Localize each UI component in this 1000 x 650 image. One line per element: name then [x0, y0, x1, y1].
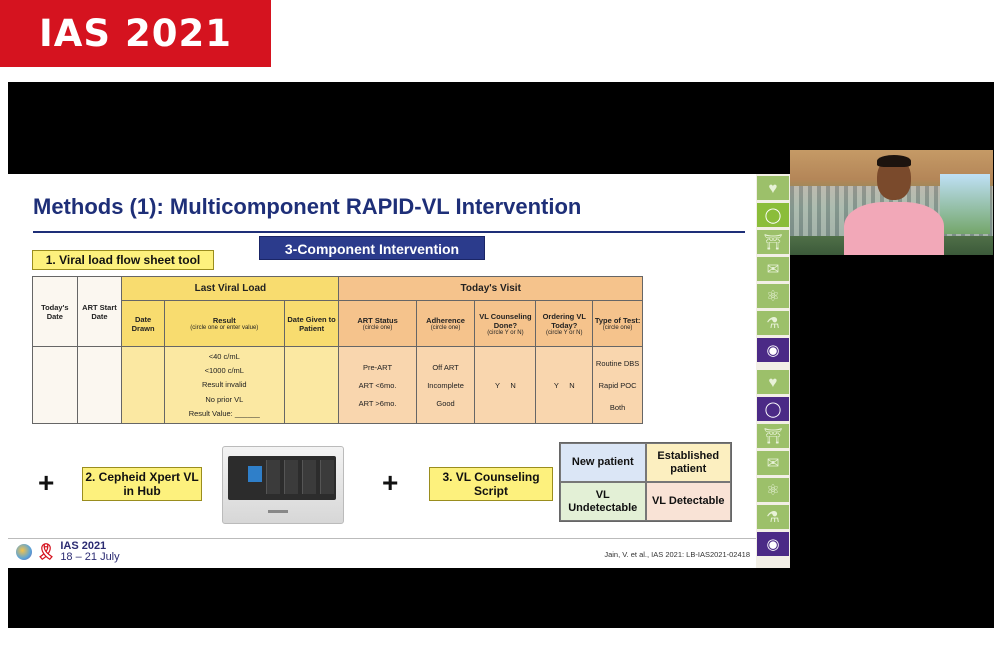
col-adherence-note: (circle one) — [430, 325, 461, 331]
col-type-of-test-label: Type of Test: — [594, 316, 641, 325]
plus-sign: + — [382, 467, 399, 498]
col-date-given: Date Given to Patient — [283, 300, 340, 347]
matrix-vl-detectable: VL Detectable — [645, 482, 731, 521]
cell-result-options: <40 c/mL <1000 c/mL Result invalid No pr… — [163, 346, 285, 424]
col-vl-counseling: VL Counseling Done?(circle Y or N) — [474, 300, 537, 347]
col-adherence: Adherence(circle one) — [415, 300, 476, 347]
pill-icon: ◯ — [757, 397, 789, 421]
result-option: <1000 c/mL — [204, 366, 244, 376]
result-option: No prior VL — [205, 394, 244, 404]
col-result: Result(circle one or enter value) — [163, 300, 285, 347]
col-type-of-test: Type of Test:(circle one) — [592, 300, 643, 347]
art-status-option: Pre-ART — [363, 362, 393, 372]
no-option: N — [510, 380, 516, 390]
cell-test-options: Routine DBS Rapid POC Both — [592, 346, 643, 424]
cepheid-callout: 2. Cepheid Xpert VL in Hub — [82, 467, 202, 501]
eye-icon: ◉ — [757, 532, 789, 556]
atom-icon: ⚛ — [757, 478, 789, 502]
flow-sheet-callout: 1. Viral load flow sheet tool — [32, 250, 214, 270]
no-option: N — [569, 380, 575, 390]
result-option: Result Value: ______ — [188, 409, 260, 419]
col-vl-counseling-label: VL Counseling Done? — [479, 311, 532, 330]
col-ordering-vl-label: Ordering VL Today? — [542, 311, 586, 330]
cell-date-drawn — [121, 346, 165, 424]
slide-citation: Jain, V. et al., IAS 2021: LB-IAS2021-02… — [604, 550, 750, 559]
test-option: Routine DBS — [595, 358, 640, 368]
col-type-of-test-note: (circle one) — [602, 325, 633, 331]
heart-icon: ♥ — [757, 176, 789, 200]
test-option: Rapid POC — [598, 380, 637, 390]
cell-vl-counseling-yn: Y N — [474, 346, 537, 424]
heart-icon: ♥ — [757, 370, 789, 394]
col-vl-counseling-note: (circle Y or N) — [487, 329, 524, 336]
col-art-status-label: ART Status — [357, 316, 398, 325]
cell-adherence-options: Off ART Incomplete Good — [415, 346, 476, 424]
atom-icon: ⚛ — [757, 284, 789, 308]
cell-art-status-options: Pre-ART ART <6mo. ART >6mo. — [338, 346, 417, 424]
counseling-callout: 3. VL Counseling Script — [429, 467, 553, 501]
plus-sign: + — [38, 467, 55, 498]
col-ordering-vl: Ordering VL Today?(circle Y or N) — [535, 300, 594, 347]
decorative-icon-strip: ♥ ◯ ⛩ ✉ ⚛ ⚗ ◉ ♥ ◯ ⛩ ✉ ⚛ ⚗ ◉ — [756, 174, 790, 568]
globe-icon — [16, 544, 32, 560]
matrix-established-patient: Established patient — [645, 443, 731, 482]
museum-icon: ⛩ — [757, 230, 789, 254]
pill-icon: ◯ — [757, 203, 789, 227]
conference-brand-label: IAS 2021 — [39, 12, 232, 55]
group-last-viral-load: Last Viral Load — [121, 276, 340, 301]
viral-load-flow-sheet: Today's Date ART Start Date Last Viral L… — [32, 276, 643, 424]
yes-option: Y — [553, 380, 559, 390]
art-status-option: ART >6mo. — [358, 398, 397, 408]
col-date-drawn: Date Drawn — [121, 300, 165, 347]
speech-bubble-icon: ✉ — [757, 257, 789, 281]
matrix-new-patient: New patient — [560, 443, 646, 482]
speaker-webcam-feed — [790, 150, 993, 255]
adherence-option: Incomplete — [427, 380, 464, 390]
adherence-option: Good — [436, 398, 455, 408]
red-ribbon-icon: 🎗 — [36, 544, 57, 561]
group-todays-visit: Today's Visit — [338, 276, 643, 301]
conference-brand-bar: IAS 2021 — [0, 0, 271, 67]
art-status-option: ART <6mo. — [358, 380, 397, 390]
ias-footer-logo: 🎗 IAS 2021 18 – 21 July — [16, 541, 120, 563]
col-ordering-vl-note: (circle Y or N) — [546, 329, 583, 336]
speech-bubble-icon: ✉ — [757, 451, 789, 475]
col-art-status-note: (circle one) — [362, 325, 393, 331]
test-option: Both — [609, 402, 626, 412]
cell-today-date — [32, 346, 78, 424]
microscope-icon: ⚗ — [757, 311, 789, 335]
cepheid-machine-image — [218, 444, 348, 530]
col-result-note: (circle one or enter value) — [190, 325, 259, 331]
cell-art-start — [76, 346, 123, 424]
presentation-slide: Methods (1): Multicomponent RAPID-VL Int… — [8, 174, 758, 568]
logo-dates: 18 – 21 July — [60, 551, 120, 563]
cell-date-given — [283, 346, 340, 424]
cell-ordering-vl-yn: Y N — [535, 346, 594, 424]
col-today-date: Today's Date — [32, 276, 78, 347]
col-art-start-date: ART Start Date — [76, 276, 123, 347]
eye-icon: ◉ — [757, 338, 789, 362]
col-art-status: ART Status(circle one) — [338, 300, 417, 347]
logo-title: IAS 2021 — [60, 540, 107, 552]
adherence-option: Off ART — [432, 362, 459, 372]
col-adherence-label: Adherence — [426, 316, 465, 325]
slide-title: Methods (1): Multicomponent RAPID-VL Int… — [33, 194, 582, 219]
speaker-body — [844, 202, 944, 255]
title-divider — [33, 231, 745, 233]
museum-icon: ⛩ — [757, 424, 789, 448]
footer-divider — [8, 538, 758, 539]
microscope-icon: ⚗ — [757, 505, 789, 529]
patient-vl-matrix: New patient Established patient VL Undet… — [559, 442, 732, 522]
result-option: Result invalid — [201, 380, 247, 390]
intervention-banner: 3-Component Intervention — [259, 236, 485, 260]
result-option: <40 c/mL — [208, 351, 240, 361]
col-result-label: Result — [212, 316, 236, 325]
yes-option: Y — [494, 380, 500, 390]
matrix-vl-undetectable: VL Undetectable — [560, 482, 646, 521]
